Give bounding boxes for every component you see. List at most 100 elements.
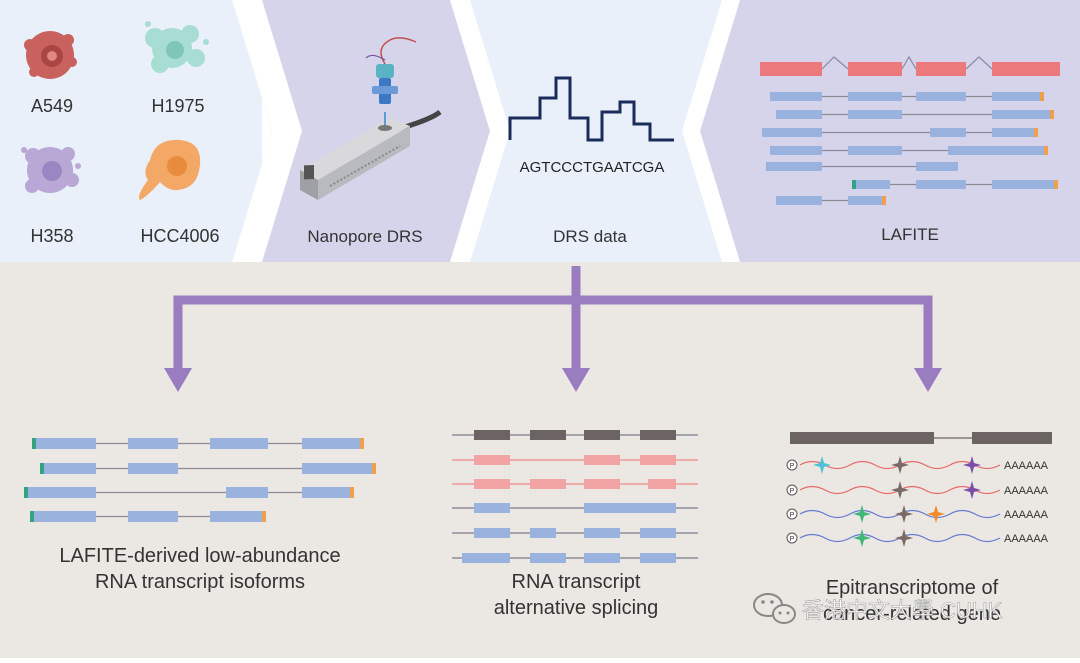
exon-block xyxy=(128,511,178,522)
phosphate-circle xyxy=(786,459,798,471)
read-start-marker xyxy=(40,463,44,474)
lafite-reads xyxy=(762,92,1058,205)
exon-block xyxy=(648,479,676,489)
exon-block xyxy=(992,128,1034,137)
modification-star-icon xyxy=(963,481,981,499)
polya-end-marker xyxy=(360,438,364,449)
modification-star-icon xyxy=(895,529,913,547)
modification-star-icon xyxy=(963,456,981,474)
chevron-separator-3 xyxy=(682,0,740,262)
modification-star-icon xyxy=(853,529,871,547)
exon-block xyxy=(776,110,822,119)
exon-block xyxy=(210,511,262,522)
read-start-marker xyxy=(30,511,34,522)
arrowhead-isoforms xyxy=(164,368,192,392)
polya-end-marker xyxy=(882,196,886,205)
polya-tail: AAAAAA xyxy=(1004,533,1049,545)
exon-block xyxy=(776,196,822,205)
exon-block xyxy=(640,553,676,563)
exon-block xyxy=(584,430,620,440)
cell-label-h358: H358 xyxy=(30,226,73,246)
exon-block xyxy=(530,553,566,563)
outcome-splicing-title-line2: alternative splicing xyxy=(494,597,659,619)
modification-star-icon xyxy=(813,456,831,474)
wechat-icon xyxy=(753,593,796,624)
outcome-splicing-title-line1: RNA transcript xyxy=(512,571,641,593)
exon-block xyxy=(44,463,96,474)
lafite-reference-gene xyxy=(760,55,1060,76)
exon-block xyxy=(640,455,676,465)
exon-block xyxy=(36,438,96,449)
polya-end-marker xyxy=(262,511,266,522)
exon-block xyxy=(848,92,902,101)
exon-block xyxy=(584,553,620,563)
cell-label-hcc4006: HCC4006 xyxy=(140,226,219,246)
exon-block xyxy=(302,438,360,449)
phosphate-label: P xyxy=(790,488,795,495)
outcome-isoforms-title-line1: LAFITE-derived low-abundance xyxy=(59,545,340,567)
exon-block xyxy=(302,463,372,474)
modification-star-icon xyxy=(853,505,871,523)
exon-block xyxy=(584,455,620,465)
exon-block xyxy=(128,438,178,449)
read-start-marker xyxy=(32,438,36,449)
polya-end-marker xyxy=(1054,180,1058,189)
exon-block xyxy=(848,110,902,119)
modification-star-icon xyxy=(927,505,945,523)
exon-block xyxy=(474,528,510,538)
exon-block xyxy=(992,110,1050,119)
arrowhead-splicing xyxy=(562,368,590,392)
modification-star-icon xyxy=(891,481,909,499)
exon-block xyxy=(640,430,676,440)
exon-block xyxy=(34,511,96,522)
polya-end-marker xyxy=(350,487,354,498)
exon-block xyxy=(474,503,510,513)
arrowhead-epitranscriptome xyxy=(914,368,942,392)
exon-block xyxy=(856,180,890,189)
step-label-drs-data: DRS data xyxy=(553,227,627,246)
cell-icon-a549 xyxy=(24,31,77,79)
exon-block xyxy=(916,162,958,171)
exon-block xyxy=(770,92,822,101)
cell-icon-h1975 xyxy=(145,21,209,73)
exon-block xyxy=(916,92,966,101)
polya-tail: AAAAAA xyxy=(1004,509,1049,521)
polya-end-marker xyxy=(1044,146,1048,155)
exon-block xyxy=(770,146,822,155)
exon-block xyxy=(640,528,676,538)
exon-block xyxy=(916,180,966,189)
exon-block xyxy=(848,146,902,155)
exon-block xyxy=(530,430,566,440)
exon-block xyxy=(226,487,268,498)
cell-label-h1975: H1975 xyxy=(151,96,204,116)
watermark-text: 香港中文大學 CUHK xyxy=(802,598,1003,623)
modification-star-icon xyxy=(891,456,909,474)
drs-data-panel xyxy=(450,0,740,262)
polya-end-marker xyxy=(1040,92,1044,101)
phosphate-label: P xyxy=(790,536,795,543)
exon-block xyxy=(530,528,556,538)
exon-block xyxy=(766,162,822,171)
exon-block xyxy=(210,438,268,449)
outcome-epi-title-line1: Epitranscriptome of xyxy=(826,577,999,599)
exon-block xyxy=(930,128,966,137)
watermark: 香港中文大學 CUHK xyxy=(753,593,1003,624)
polya-end-marker xyxy=(1050,110,1054,119)
polya-end-marker xyxy=(1034,128,1038,137)
epitranscriptome-gene-model xyxy=(790,432,1052,444)
phosphate-label: P xyxy=(790,463,795,470)
exon-block xyxy=(584,479,620,489)
outcome-epi-title-line2: cancer-related gene xyxy=(823,603,1001,625)
exon-block xyxy=(992,92,1040,101)
chevron-separator-2 xyxy=(450,0,510,262)
read-start-marker xyxy=(852,180,856,189)
exon-block xyxy=(474,479,510,489)
outcome-isoforms-title-line2: RNA transcript isoforms xyxy=(95,571,305,593)
phosphate-label: P xyxy=(790,512,795,519)
read-start-marker xyxy=(24,487,28,498)
phosphate-circle xyxy=(786,532,798,544)
exon-block xyxy=(762,128,822,137)
phosphate-circle xyxy=(786,508,798,520)
step-label-lafite: LAFITE xyxy=(881,225,939,244)
